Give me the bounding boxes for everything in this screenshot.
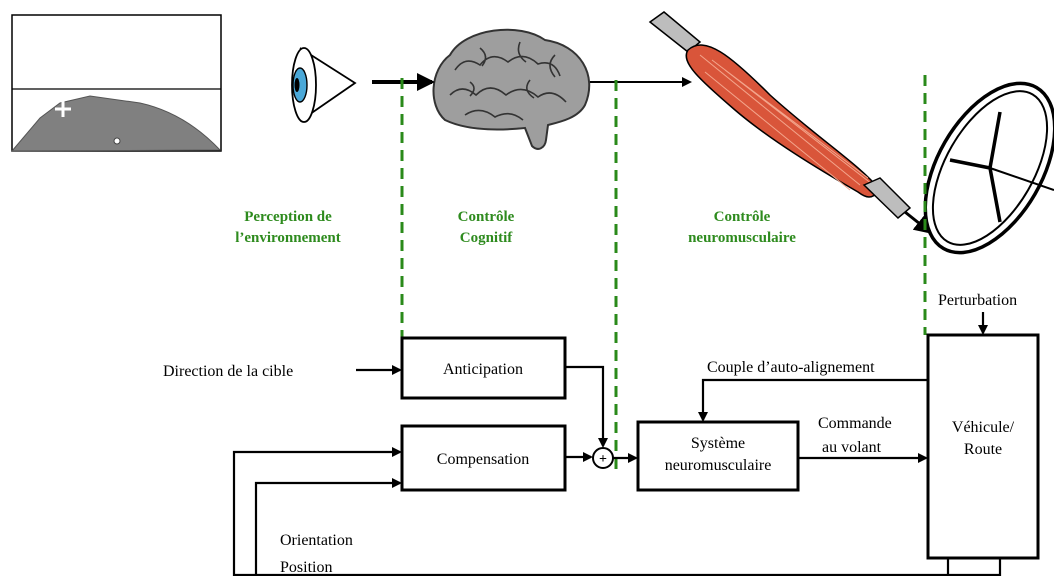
perturbation-label: Perturbation <box>938 292 1017 309</box>
systeme-label-line2: neuromusculaire <box>665 457 772 474</box>
systeme-label-line1: Système <box>691 435 745 452</box>
position-label: Position <box>280 559 332 576</box>
stage-cognitive-line2: Cognitif <box>460 230 514 246</box>
vehicule-label-line1: Véhicule/ <box>952 419 1015 436</box>
compensation-label: Compensation <box>437 451 529 468</box>
stage-perception-line1: Perception de <box>244 209 332 225</box>
muscle-icon <box>648 11 912 220</box>
stage-cognitive-line1: Contrôle <box>458 209 515 225</box>
eye-icon <box>291 47 357 123</box>
steering-wheel-icon <box>923 81 1054 255</box>
orientation-feedback-arrow <box>254 478 950 576</box>
stage-neuro-line1: Contrôle <box>714 209 771 225</box>
stage-neuro-line2: neuromusculaire <box>688 230 796 246</box>
position-feedback-arrow <box>232 447 1002 576</box>
summing-junction: + <box>592 447 614 469</box>
brain-icon <box>432 28 591 150</box>
direction-label: Direction de la cible <box>163 363 293 380</box>
vehicule-label-line2: Route <box>964 441 1002 458</box>
couple-feedback-arrow <box>698 378 928 422</box>
sum-symbol: + <box>599 452 607 467</box>
road-view-icon <box>10 14 222 152</box>
vehicule-route-block <box>926 333 1040 560</box>
systeme-neuromusculaire-block <box>636 420 800 492</box>
anticipation-label: Anticipation <box>443 361 523 378</box>
anticipation-to-sum-arrow <box>565 365 608 448</box>
compensation-block <box>400 424 567 492</box>
commande-label-line1: Commande <box>818 415 892 432</box>
orientation-label: Orientation <box>280 532 353 549</box>
stage-perception-line2: l’environnement <box>235 230 341 246</box>
commande-label-line2: au volant <box>822 439 882 456</box>
couple-label: Couple d’auto-alignement <box>707 359 875 376</box>
